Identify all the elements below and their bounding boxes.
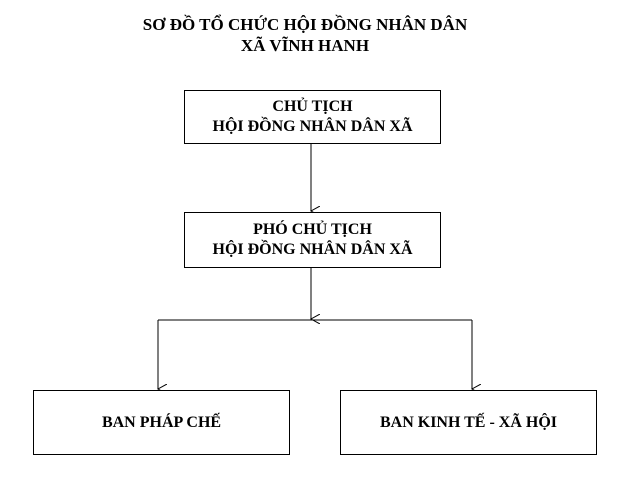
node-vice-chairman: PHÓ CHỦ TỊCH HỘI ĐỒNG NHÂN DÂN XÃ (184, 212, 441, 268)
node-chairman-line1: CHỦ TỊCH (272, 98, 353, 115)
node-economic-social-committee-label: BAN KINH TẾ - XÃ HỘI (379, 413, 558, 431)
node-chairman-line2: HỘI ĐỒNG NHÂN DÂN XÃ (212, 118, 413, 135)
node-legal-committee: BAN PHÁP CHẾ (33, 390, 290, 455)
node-legal-committee-label: BAN PHÁP CHẾ (101, 413, 222, 431)
diagram-title-line2: XÃ VĨNH HANH (240, 36, 370, 55)
node-vice-chairman-line1: PHÓ CHỦ TỊCH (253, 221, 372, 238)
node-economic-social-committee: BAN KINH TẾ - XÃ HỘI (340, 390, 597, 455)
diagram-title-line1: SƠ ĐỒ TỔ CHỨC HỘI ĐỒNG NHÂN DÂN (142, 15, 468, 34)
node-vice-chairman-line2: HỘI ĐỒNG NHÂN DÂN XÃ (212, 241, 413, 258)
node-chairman: CHỦ TỊCH HỘI ĐỒNG NHÂN DÂN XÃ (184, 90, 441, 144)
